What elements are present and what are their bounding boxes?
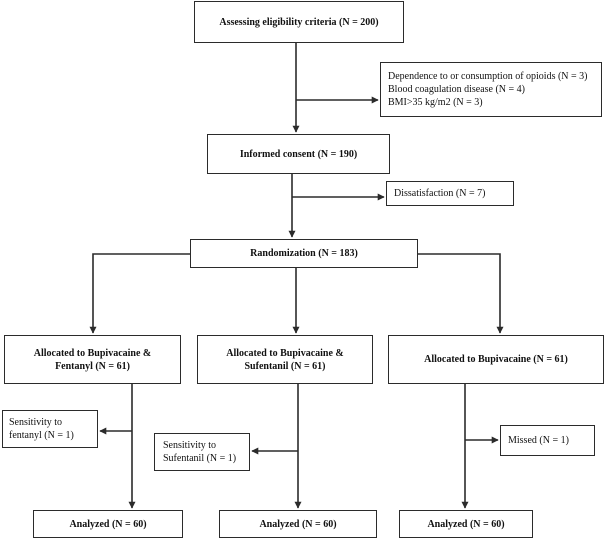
allocation-sufentanil-line-1: Allocated to Bupivacaine & bbox=[226, 347, 344, 359]
randomization-box: Randomization (N = 183) bbox=[190, 239, 418, 268]
exclusion-bmi: BMI>35 kg/m2 (N = 3) bbox=[388, 97, 483, 108]
loss-box-fentanyl: Sensitivity to fentanyl (N = 1) bbox=[2, 410, 98, 448]
analyzed-box-sufentanil: Analyzed (N = 60) bbox=[219, 510, 377, 538]
dissatisfaction-box: Dissatisfaction (N = 7) bbox=[386, 181, 514, 206]
exclusion-coagulation: Blood coagulation disease (N = 4) bbox=[388, 84, 525, 95]
loss-box-sufentanil: Sensitivity to Sufentanil (N = 1) bbox=[154, 433, 250, 471]
analyzed-fentanyl-label: Analyzed (N = 60) bbox=[69, 518, 147, 530]
loss-bupivacaine-label: Missed (N = 1) bbox=[508, 435, 569, 446]
eligibility-label: Assessing eligibility criteria (N = 200) bbox=[219, 16, 379, 28]
allocation-box-sufentanil: Allocated to Bupivacaine & Sufentanil (N… bbox=[197, 335, 373, 384]
analyzed-box-fentanyl: Analyzed (N = 60) bbox=[33, 510, 183, 538]
analyzed-sufentanil-label: Analyzed (N = 60) bbox=[259, 518, 337, 530]
loss-sufentanil-line-2: Sufentanil (N = 1) bbox=[163, 453, 237, 464]
analyzed-bupivacaine-label: Analyzed (N = 60) bbox=[427, 518, 505, 530]
arrow-randomization-to-group-3 bbox=[418, 253, 504, 334]
randomization-label: Randomization (N = 183) bbox=[250, 248, 358, 259]
exclusion-opioids: Dependence to or consumption of opioids … bbox=[388, 71, 588, 82]
loss-sufentanil-line-1: Sensitivity to bbox=[163, 440, 217, 451]
loss-box-bupivacaine: Missed (N = 1) bbox=[500, 425, 595, 456]
consent-box: Informed consent (N = 190) bbox=[207, 134, 390, 174]
eligibility-box: Assessing eligibility criteria (N = 200) bbox=[194, 1, 404, 43]
consent-label: Informed consent (N = 190) bbox=[239, 148, 358, 160]
dissatisfaction-label: Dissatisfaction (N = 7) bbox=[394, 188, 486, 199]
analyzed-box-bupivacaine: Analyzed (N = 60) bbox=[399, 510, 533, 538]
allocation-fentanyl-line-1: Allocated to Bupivacaine & bbox=[33, 347, 152, 359]
loss-fentanyl-line-1: Sensitivity to bbox=[9, 417, 63, 428]
allocation-box-bupivacaine: Allocated to Bupivacaine (N = 61) bbox=[388, 335, 604, 384]
allocation-bupivacaine-label: Allocated to Bupivacaine (N = 61) bbox=[424, 354, 568, 365]
allocation-box-fentanyl: Allocated to Bupivacaine & Fentanyl (N =… bbox=[4, 335, 181, 384]
exclusion-box: Dependence to or consumption of opioids … bbox=[380, 62, 602, 117]
allocation-sufentanil-line-2: Sufentanil (N = 61) bbox=[244, 360, 326, 372]
arrow-randomization-to-group-1 bbox=[89, 253, 190, 334]
loss-fentanyl-line-2: fentanyl (N = 1) bbox=[9, 430, 74, 441]
allocation-fentanyl-line-2: Fentanyl (N = 61) bbox=[55, 360, 130, 372]
